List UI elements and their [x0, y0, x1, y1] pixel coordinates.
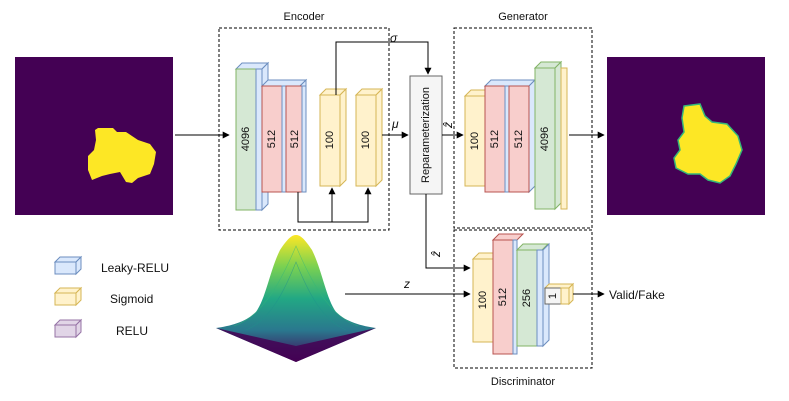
- output-label: Valid/Fake: [609, 288, 665, 302]
- sigma-label: σ: [390, 31, 398, 45]
- z-hat-bottom-label: ẑ: [429, 251, 443, 258]
- output-mask-image: [607, 57, 765, 215]
- generator-layer-3-label: 512: [513, 130, 525, 148]
- legend: Leaky-RELU Sigmoid RELU: [53, 255, 169, 339]
- discriminator-layer-3-label: 256: [521, 289, 533, 307]
- generator-layer-2-label: 512: [489, 130, 501, 148]
- encoder-layer-2-label: 512: [266, 130, 278, 148]
- mu-label: μ: [391, 117, 399, 131]
- encoder-layer-3-label: 512: [289, 130, 301, 148]
- discriminator-layer-2-label: 512: [497, 288, 509, 306]
- generator-box: [453, 27, 593, 229]
- encoder-connections: [297, 41, 432, 223]
- reparameterization-block: [409, 75, 443, 195]
- legend-leaky-relu-label: Leaky-RELU: [101, 261, 169, 275]
- generator-title: Generator: [498, 11, 548, 23]
- flow-arrows: [175, 131, 605, 298]
- encoder-layer-4-label: 100: [324, 131, 336, 149]
- reparameterization-label: Reparameterization: [420, 87, 432, 183]
- discriminator-box: [453, 229, 593, 369]
- generator-layer-4-label: 4096: [539, 127, 551, 151]
- discriminator-layer-4-label: 1: [547, 293, 559, 299]
- legend-sigmoid-label: Sigmoid: [110, 292, 153, 306]
- legend-relu-label: RELU: [116, 324, 148, 338]
- encoder-layers: 4096 512 512 100 100: [234, 61, 384, 212]
- z-label: z: [403, 277, 410, 291]
- discriminator-layers: 100 512 256 1: [471, 233, 575, 355]
- input-mask-image: [15, 57, 173, 215]
- gaussian-surface: [216, 235, 376, 362]
- generator-layer-1-label: 100: [469, 132, 481, 150]
- discriminator-layer-1-label: 100: [477, 291, 489, 309]
- encoder-layer-5-label: 100: [360, 131, 372, 149]
- z-hat-top-label: ẑ: [441, 122, 455, 129]
- generator-layers: 100 512 512 4096: [463, 60, 568, 211]
- encoder-title: Encoder: [284, 11, 325, 23]
- encoder-layer-1-label: 4096: [240, 127, 252, 151]
- encoder-box: [218, 27, 390, 231]
- discriminator-title: Discriminator: [491, 376, 556, 388]
